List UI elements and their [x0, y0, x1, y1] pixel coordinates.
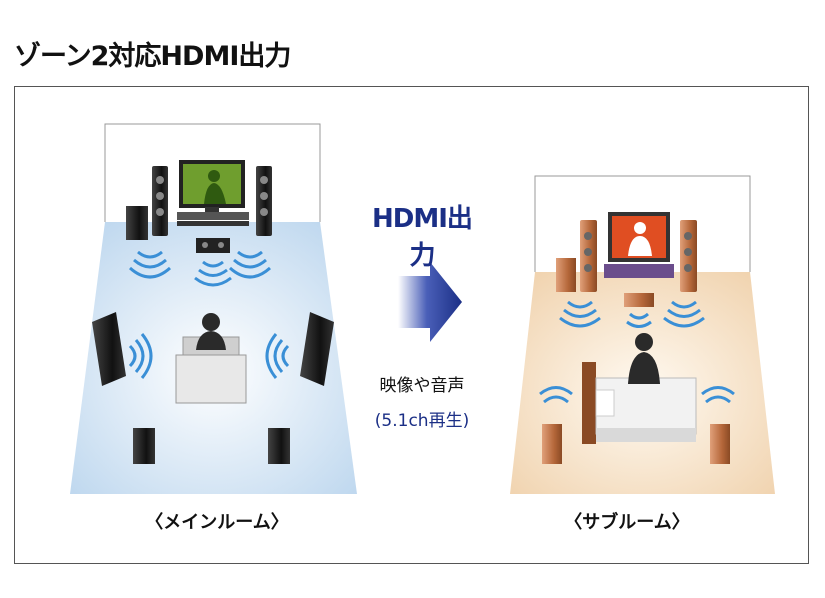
caption-video-audio: 映像や音声: [379, 376, 465, 396]
main-room: [70, 123, 357, 494]
main-subwoofer: [126, 206, 148, 240]
hdmi-arrow: [398, 262, 462, 342]
main-listener: [175, 313, 247, 404]
page-title: ゾーン2対応HDMI出力: [14, 41, 291, 72]
main-front-right-speaker: [256, 166, 272, 236]
sub-center-speaker: [624, 293, 654, 307]
sub-room-label: 〈サブルーム〉: [564, 512, 690, 533]
hdmi-output-label: HDMI出力: [372, 204, 473, 271]
sub-room: [510, 175, 775, 494]
main-front-left-speaker: [152, 166, 168, 236]
main-rear-left-speaker: [133, 428, 155, 464]
main-room-label: 〈メインルーム〉: [145, 512, 289, 533]
sub-tv: [604, 212, 674, 278]
main-surround-right-speaker: [300, 312, 334, 386]
sub-rear-left-speaker: [542, 424, 562, 464]
sub-room-wall: [534, 175, 751, 272]
main-surround-left-speaker: [92, 312, 126, 386]
sub-rear-right-speaker: [710, 424, 730, 464]
sub-listener-bed: [582, 333, 697, 444]
main-sound-waves: [128, 250, 290, 379]
main-rear-right-speaker: [268, 428, 290, 464]
sub-sound-waves: [539, 300, 735, 404]
sub-front-right-speaker: [680, 220, 697, 292]
sub-front-left-speaker: [580, 220, 597, 292]
main-tv: [177, 160, 249, 226]
main-center-speaker: [196, 238, 230, 253]
diagram-frame: [14, 86, 809, 564]
caption-5-1ch: (5.1ch再生): [374, 411, 470, 431]
sub-subwoofer: [556, 258, 576, 292]
main-room-wall: [104, 123, 321, 222]
